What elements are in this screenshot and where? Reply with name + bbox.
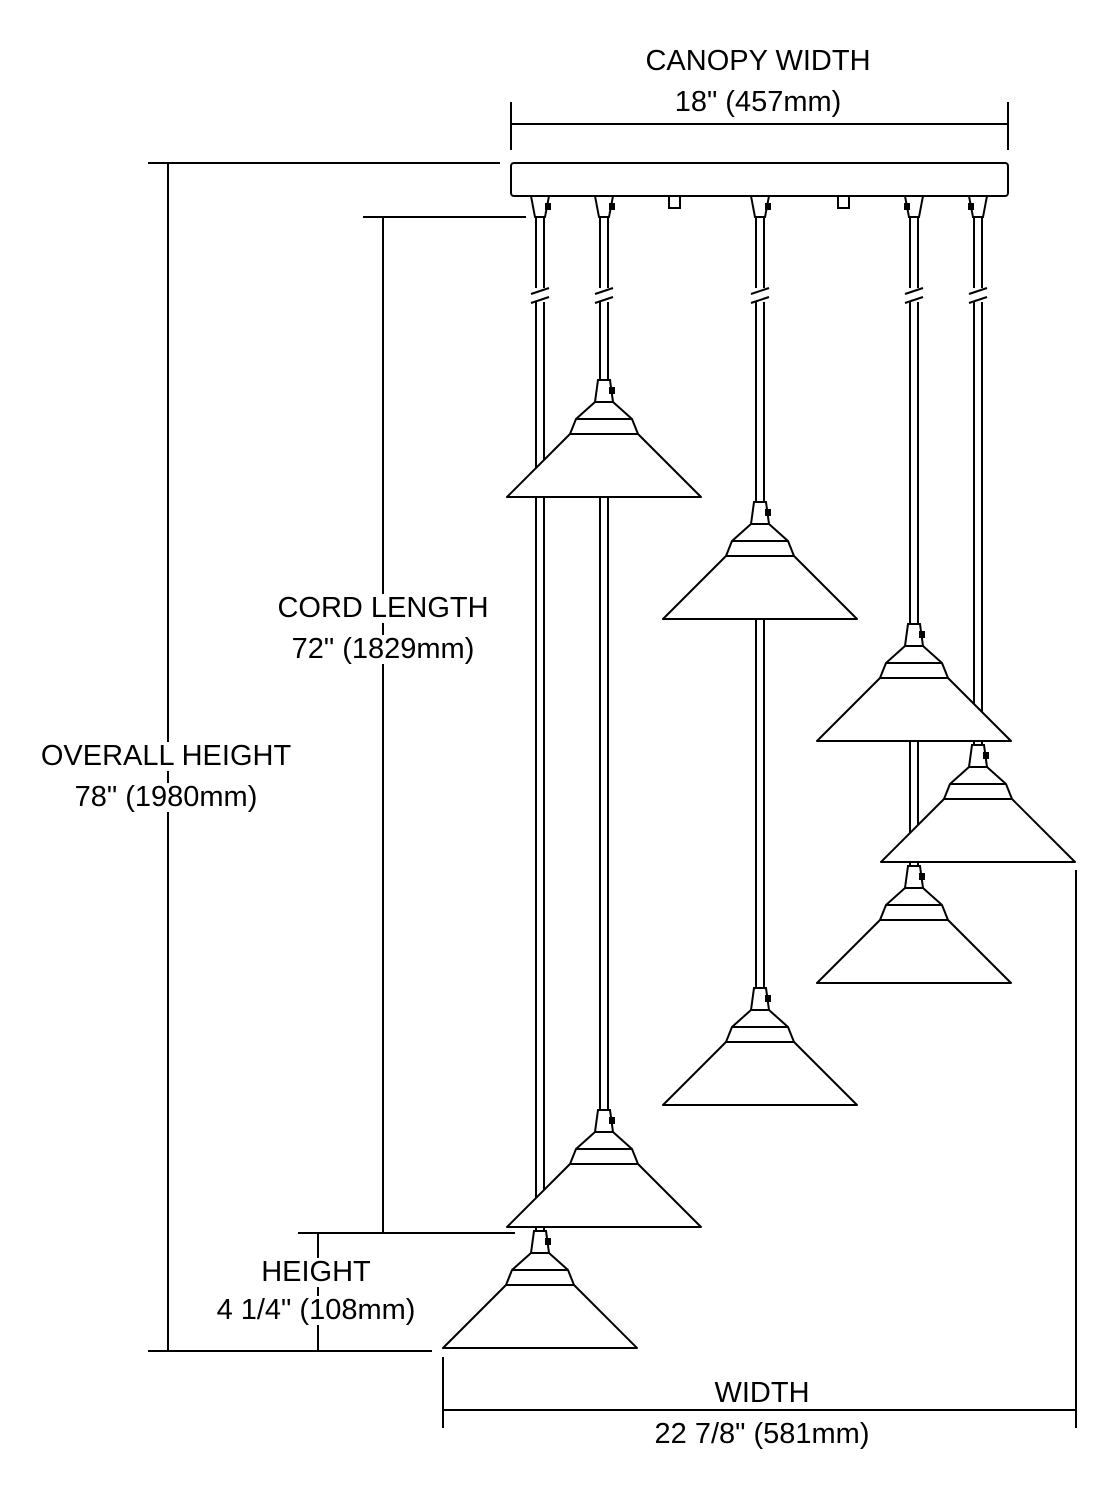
socket-screw: [765, 995, 771, 1002]
canopy-width-label: CANOPY WIDTH: [645, 45, 871, 77]
shade-socket: [967, 744, 989, 768]
cords: [530, 215, 988, 1231]
shade-body: [880, 766, 1076, 863]
shade-socket: [593, 1109, 615, 1133]
pendant-shade: [506, 379, 702, 498]
socket-screw: [609, 387, 615, 394]
canopy-screw: [837, 195, 850, 209]
canopy-plate: [510, 162, 1009, 197]
width-label: WIDTH: [710, 1379, 814, 1408]
cord-break-mark: [750, 296, 770, 304]
socket-screw: [545, 1238, 551, 1245]
pendant-shade: [662, 501, 858, 620]
height-value: 4 1/4" (108mm): [212, 1296, 420, 1325]
cord-break-mark: [530, 296, 550, 304]
shade-socket: [593, 379, 615, 403]
shade-body: [506, 1131, 702, 1228]
socket-screw: [765, 509, 771, 516]
shade-body: [662, 1009, 858, 1106]
pendant-shade: [880, 744, 1076, 863]
shades: [442, 379, 1076, 1349]
cord-break-mark: [904, 296, 924, 304]
socket-screw: [609, 1117, 615, 1124]
cord-cap: [529, 195, 551, 218]
pendant-shade: [816, 865, 1012, 984]
shade-socket: [903, 865, 925, 889]
socket-screw: [983, 752, 989, 759]
cord-break-mark: [968, 296, 988, 304]
set-screw: [545, 203, 551, 210]
pendant-shade: [816, 623, 1012, 742]
pendant-shade: [442, 1230, 638, 1349]
set-screw: [609, 203, 615, 210]
cord-break-mark: [750, 287, 770, 295]
shade-body: [816, 645, 1012, 742]
cord-break-mark: [904, 287, 924, 295]
cord-length-value: 72" (1829mm): [287, 635, 479, 664]
shade-body: [662, 523, 858, 620]
shade-socket: [903, 623, 925, 647]
cord-length-label: CORD LENGTH: [273, 594, 493, 623]
canopy: [510, 162, 1009, 218]
overall-height-label: OVERALL HEIGHT: [36, 742, 296, 771]
shade-socket: [749, 501, 771, 525]
socket-screw: [919, 631, 925, 638]
set-screw: [765, 203, 771, 210]
dimension-lines: [148, 102, 1077, 1428]
pendant-shade: [662, 987, 858, 1106]
socket-screw: [919, 873, 925, 880]
shade-socket: [749, 987, 771, 1011]
shade-body: [442, 1252, 638, 1349]
cord-cap: [749, 195, 771, 218]
canopy-screw: [668, 195, 681, 209]
shade-socket: [529, 1230, 551, 1254]
shade-body: [816, 887, 1012, 984]
pendant-shade: [506, 1109, 702, 1228]
width-value: 22 7/8" (581mm): [650, 1420, 874, 1449]
overall-height-value: 78" (1980mm): [70, 783, 262, 812]
cord-break-mark: [594, 287, 614, 295]
shade-body: [506, 401, 702, 498]
set-screw: [904, 203, 910, 210]
height-label: HEIGHT: [257, 1258, 375, 1287]
cord-break-mark: [968, 287, 988, 295]
cord-cap: [593, 195, 615, 218]
set-screw: [968, 203, 974, 210]
cord-break-mark: [530, 287, 550, 295]
canopy-width-value: 18" (457mm): [674, 86, 842, 118]
cord-break-mark: [594, 296, 614, 304]
